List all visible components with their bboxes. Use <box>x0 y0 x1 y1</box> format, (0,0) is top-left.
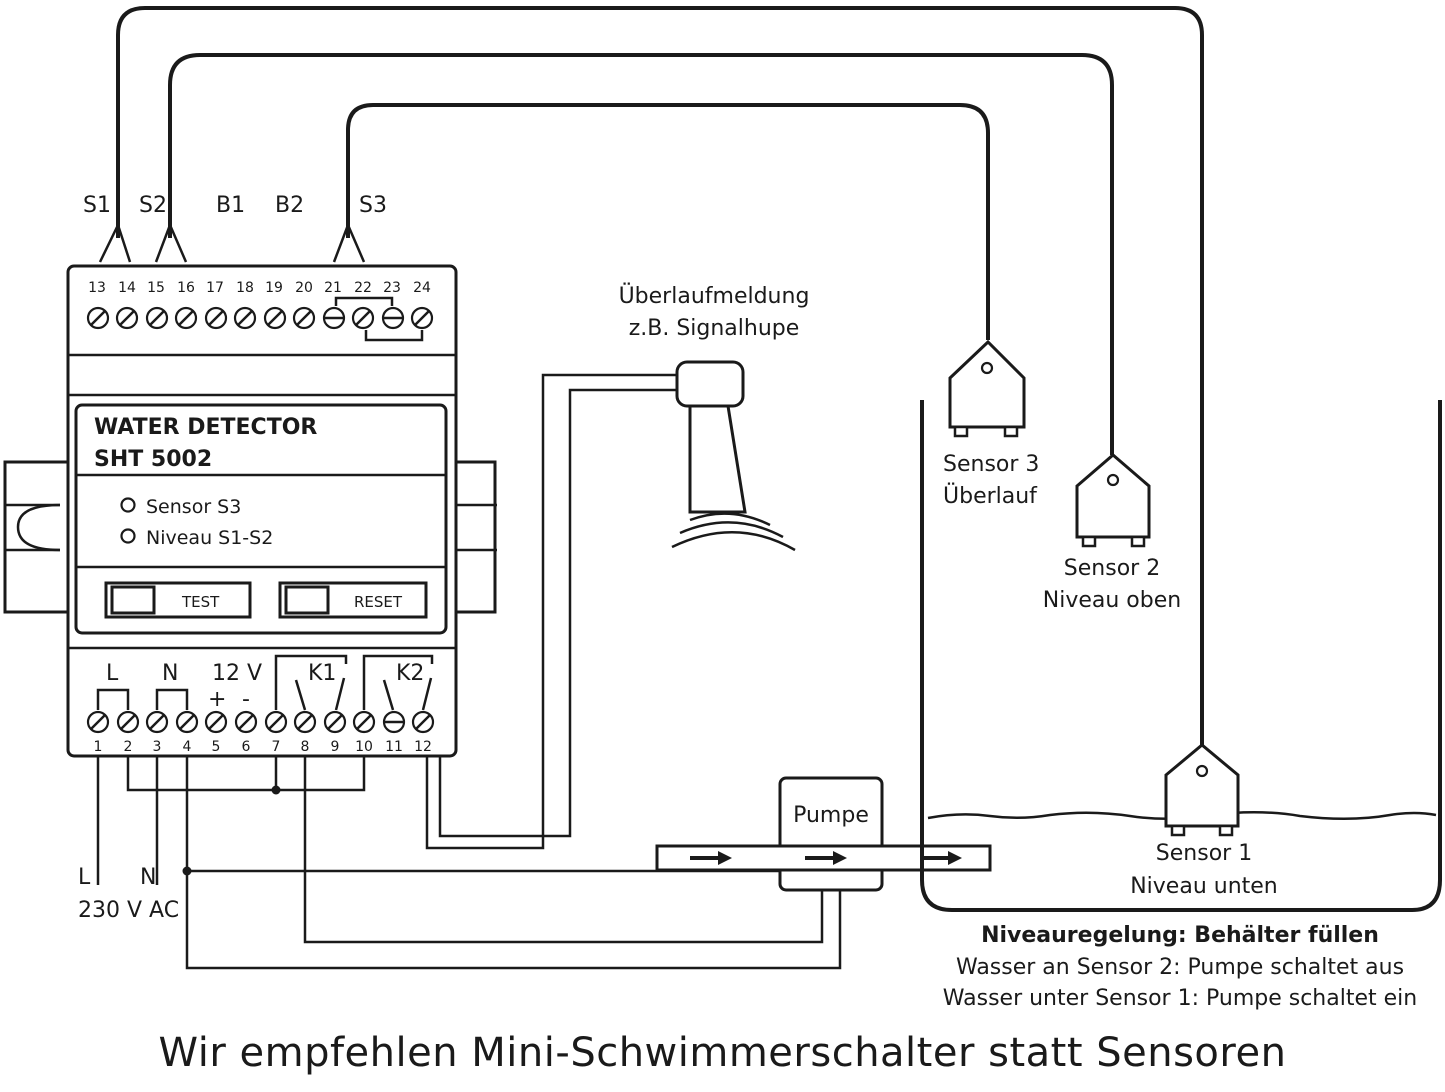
sensor-1-line1: Sensor 1 <box>1156 841 1252 866</box>
led-niveau-icon <box>120 528 136 544</box>
alarm-label-line2: z.B. Signalhupe <box>629 316 800 341</box>
svg-text:19: 19 <box>265 280 283 296</box>
alarm-label-line1: Überlaufmeldung <box>619 283 810 309</box>
sensor-3-icon <box>948 339 1026 438</box>
svg-text:11: 11 <box>385 739 403 755</box>
label-plus: + <box>208 687 226 712</box>
sensor-3-line2: Überlauf <box>943 483 1038 509</box>
reset-button-label: RESET <box>354 593 403 611</box>
top-terminals: 13 14 15 16 17 18 19 20 21 22 23 24 <box>86 280 434 342</box>
sensor-1-icon <box>1164 743 1240 837</box>
info-line1: Wasser an Sensor 2: Pumpe schaltet aus <box>956 955 1404 980</box>
svg-text:2: 2 <box>124 739 133 755</box>
svg-text:17: 17 <box>206 280 224 296</box>
led-sensor-icon <box>120 497 136 513</box>
wire-labels: S1 S2 B1 B2 S3 <box>83 193 387 218</box>
svg-text:3: 3 <box>153 739 162 755</box>
label-b1: B1 <box>216 193 245 218</box>
svg-text:22: 22 <box>354 280 372 296</box>
sensor-2-line1: Sensor 2 <box>1064 556 1160 581</box>
label-b2: B2 <box>275 193 304 218</box>
device-housing: WATER DETECTOR SHT 5002 Sensor S3 Niveau… <box>66 264 458 758</box>
svg-text:5: 5 <box>212 739 221 755</box>
device-title-line1: WATER DETECTOR <box>94 415 317 440</box>
svg-text:8: 8 <box>301 739 310 755</box>
label-k2: K2 <box>396 661 424 686</box>
svg-text:14: 14 <box>118 280 136 296</box>
power-label-ac: 230 V AC <box>78 898 179 923</box>
svg-text:23: 23 <box>383 280 401 296</box>
svg-text:9: 9 <box>331 739 340 755</box>
sensor-cables <box>98 6 1204 745</box>
led-sensor-label: Sensor S3 <box>146 496 241 518</box>
svg-text:10: 10 <box>355 739 373 755</box>
svg-text:4: 4 <box>183 739 192 755</box>
test-button-label: TEST <box>181 593 220 611</box>
info-line2: Wasser unter Sensor 1: Pumpe schaltet ei… <box>943 986 1417 1011</box>
pump-icon: Pumpe <box>655 776 992 892</box>
label-s1: S1 <box>83 193 111 218</box>
svg-text:21: 21 <box>324 280 342 296</box>
power-label-l: L <box>78 865 91 890</box>
label-minus: - <box>242 687 250 712</box>
power-wiring: L N 230 V AC <box>78 757 842 970</box>
signal-horn-icon <box>671 360 796 552</box>
label-k1: K1 <box>308 661 336 686</box>
device-title-line2: SHT 5002 <box>94 447 212 472</box>
power-label-n: N <box>140 865 156 890</box>
label-l-terminal: L <box>106 661 119 686</box>
svg-text:24: 24 <box>413 280 431 296</box>
svg-text:15: 15 <box>147 280 165 296</box>
label-s3: S3 <box>359 193 387 218</box>
svg-text:13: 13 <box>88 280 106 296</box>
sensor-2-line2: Niveau oben <box>1043 588 1181 613</box>
svg-text:1: 1 <box>94 739 103 755</box>
svg-text:7: 7 <box>272 739 281 755</box>
label-12v: 12 V <box>212 661 262 686</box>
info-heading: Niveauregelung: Behälter füllen <box>981 923 1379 948</box>
sensor-3-line1: Sensor 3 <box>943 452 1039 477</box>
footer-recommendation: Wir empfehlen Mini-Schwimmerschalter sta… <box>158 1030 1287 1076</box>
svg-text:18: 18 <box>236 280 254 296</box>
label-s2: S2 <box>139 193 167 218</box>
svg-text:12: 12 <box>414 739 432 755</box>
wiring-diagram: S1 S2 B1 B2 S3 WATER DETECTOR SHT 5002 S… <box>3 6 1442 1011</box>
horn-wiring <box>425 373 678 850</box>
sensor-1-line2: Niveau unten <box>1130 874 1278 899</box>
pump-label: Pumpe <box>793 803 869 828</box>
sensor-2-icon <box>1075 453 1151 548</box>
svg-text:16: 16 <box>177 280 195 296</box>
bottom-terminals: L N 12 V + - K1 K2 1 2 3 4 5 6 7 8 9 <box>86 654 435 755</box>
svg-text:6: 6 <box>242 739 251 755</box>
label-n-terminal: N <box>162 661 178 686</box>
led-niveau-label: Niveau S1-S2 <box>146 527 273 549</box>
svg-text:20: 20 <box>295 280 313 296</box>
